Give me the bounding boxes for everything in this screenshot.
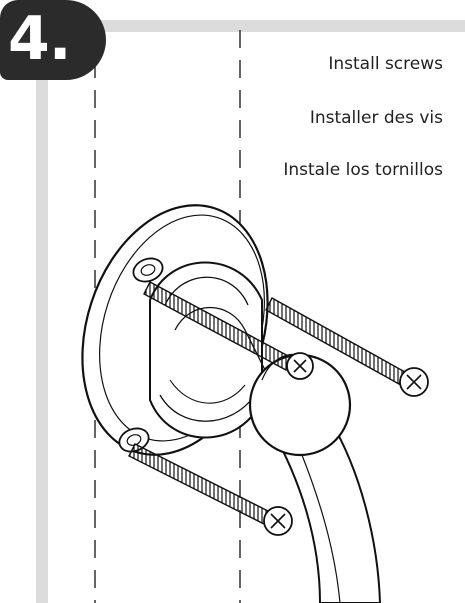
frame-left-border [36,20,48,603]
screw-lower [128,443,293,536]
frame-top-border [36,20,465,32]
screw-upper-middle [143,281,314,380]
screw-hole-bottom [118,427,150,453]
ball-joint [248,353,352,457]
caption-spanish: Instale los tornillos [283,160,443,180]
step-badge: 4. [0,0,106,80]
step-number: 4. [8,4,72,74]
caption-english: Install screws [328,54,443,74]
screw-upper-right [265,297,429,397]
caption-french: Installer des vis [309,108,443,128]
screw-hole-top [132,257,164,283]
grab-bar-arm [270,418,382,603]
